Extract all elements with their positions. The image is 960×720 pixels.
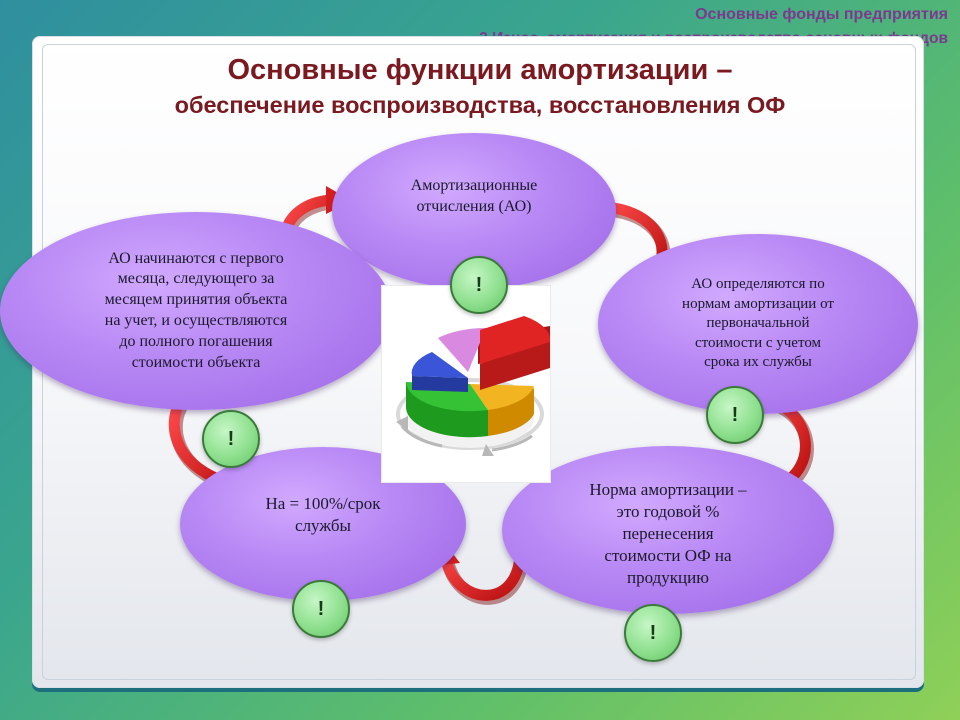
exclamation-marker: !: [202, 410, 260, 468]
slide-subtitle: обеспечение воспроизводства, восстановле…: [174, 92, 786, 118]
exclamation-marker: !: [450, 256, 508, 314]
bubble-start-of-charges: АО начинаются с первого месяца, следующе…: [0, 212, 392, 410]
bubble-rate-definition: Норма амортизации – это годовой % перене…: [502, 446, 834, 614]
bubble-rate-definition-text: Норма амортизации – это годовой % перене…: [589, 479, 747, 588]
exclamation-marker: !: [624, 604, 682, 662]
bubble-depreciation-charges-text: Амортизационные отчисления (АО): [410, 177, 538, 215]
bubble-depreciation-rates-text: АО определяются по нормам амортизации от…: [682, 276, 834, 371]
exclamation-marker: !: [706, 386, 764, 444]
slide-title: Основные функции амортизации –: [227, 54, 733, 86]
bubble-depreciation-rates: АО определяются по нормам амортизации от…: [598, 234, 918, 414]
bubble-start-of-charges-text: АО начинаются с первого месяца, следующе…: [104, 249, 288, 371]
exclamation-marker: !: [292, 580, 350, 638]
3d-pie-chart-icon: [396, 316, 550, 456]
course-title: Основные фонды предприятия: [695, 6, 948, 23]
center-image: [382, 286, 550, 482]
bubble-rate-formula-text: На = 100%/срок службы: [265, 493, 381, 535]
